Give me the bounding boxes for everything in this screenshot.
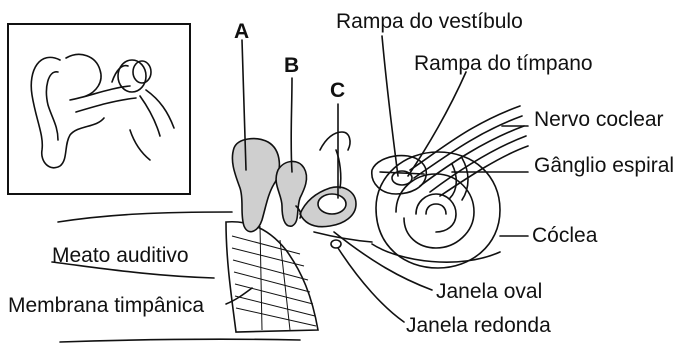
letter-b: B: [284, 54, 299, 77]
letter-a: A: [234, 20, 249, 43]
letter-c: C: [330, 79, 345, 102]
canal-bottom-line: [60, 339, 300, 342]
malleus: [232, 139, 279, 232]
ear-inset: [8, 24, 190, 194]
round-window: [331, 240, 341, 248]
label-nervo-coclear: Nervo coclear: [534, 108, 664, 131]
label-ganglio-espiral: Gânglio espiral: [534, 154, 674, 177]
tympanic-membrane: [226, 222, 318, 332]
window-edge: [314, 232, 372, 242]
label-coclea: Cóclea: [532, 224, 598, 247]
label-janela-oval: Janela oval: [436, 280, 542, 303]
label-membrana-timpanica: Membrana timpânica: [8, 294, 204, 317]
leader-janela-oval: [334, 232, 432, 290]
label-janela-redonda: Janela redonda: [406, 314, 551, 337]
stapes: [296, 187, 356, 227]
label-meato-auditivo: Meato auditivo: [52, 244, 189, 267]
leader-b: [291, 78, 292, 172]
canal-top-line: [58, 212, 232, 222]
leader-rampa-vestibulo: [382, 36, 398, 176]
label-rampa-timpano: Rampa do tímpano: [414, 52, 593, 75]
vestibule-arc: [320, 132, 350, 150]
label-rampa-vestibulo: Rampa do vestíbulo: [336, 10, 523, 33]
